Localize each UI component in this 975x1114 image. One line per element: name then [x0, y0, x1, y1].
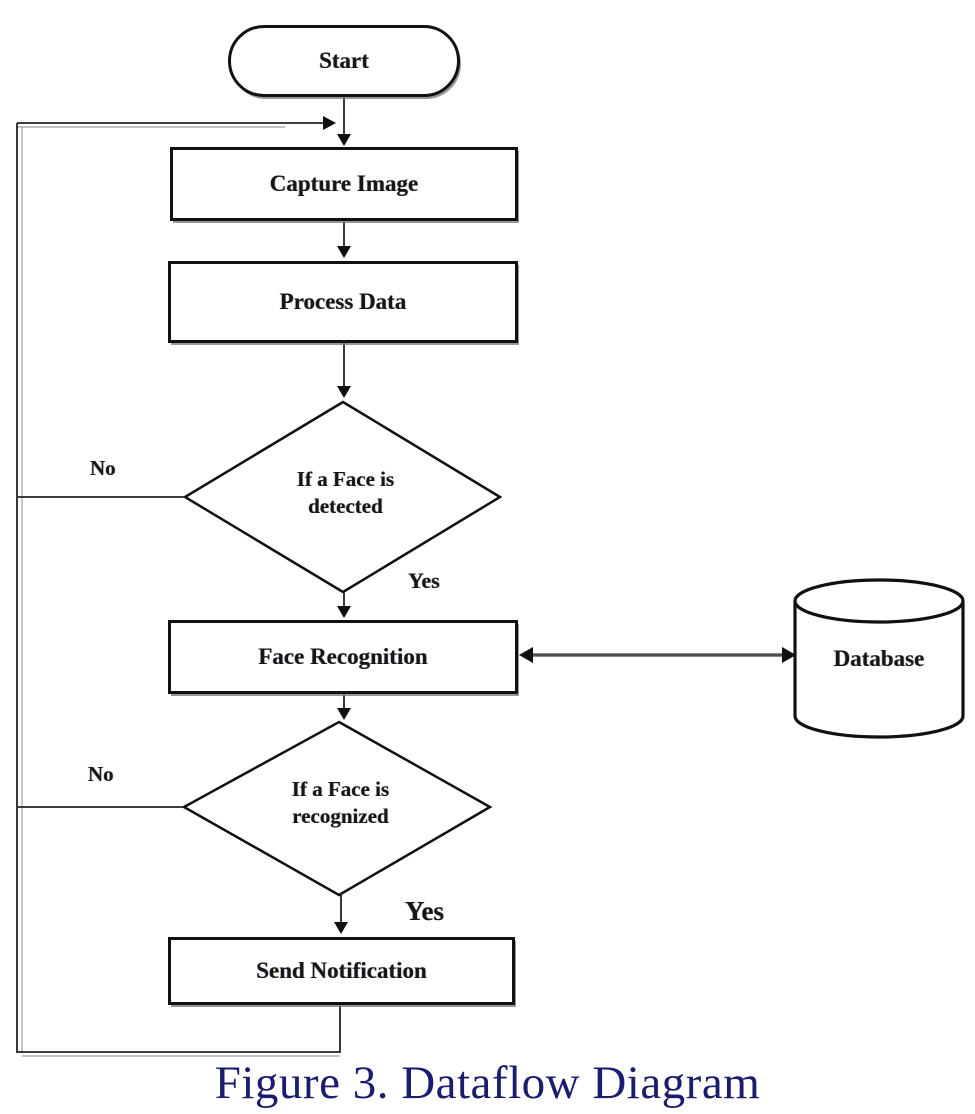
- face-recognized-decision-line2: recognized: [292, 804, 389, 829]
- process-data-label: Process Data: [279, 289, 407, 314]
- arrowhead-into-detect-decision: [337, 386, 351, 398]
- send-notification-label: Send Notification: [256, 958, 427, 983]
- face-detected-decision-label: If a Face is detected: [248, 466, 443, 521]
- capture-image-label: Capture Image: [269, 171, 419, 196]
- database-label: Database: [833, 646, 925, 671]
- arrowhead-loop-into-junction: [323, 116, 336, 130]
- arrowhead-into-notification: [334, 922, 348, 934]
- arrowhead-into-recognized-decision: [337, 708, 351, 720]
- arrowhead-into-database: [782, 647, 796, 663]
- node-capture-image: Capture Image: [170, 147, 518, 221]
- node-start: Start: [228, 25, 460, 97]
- face-recognized-decision-label: If a Face is recognized: [243, 776, 438, 831]
- start-label: Start: [319, 48, 369, 73]
- face-recognized-decision-line1: If a Face is: [291, 777, 390, 801]
- arrowhead-into-capture: [337, 134, 351, 146]
- node-face-recognized-decision: [181, 720, 493, 897]
- arrowhead-into-recognition-right: [519, 647, 533, 663]
- face-detected-decision-line1: If a Face is: [296, 467, 395, 491]
- node-database-top: [793, 578, 965, 624]
- arrowhead-into-process: [337, 246, 351, 258]
- edge-label-recognized-no: No: [88, 762, 114, 786]
- node-face-recognition: Face Recognition: [168, 620, 518, 694]
- edge-label-recognized-yes: Yes: [405, 896, 444, 926]
- figure-caption: Figure 3. Dataflow Diagram: [214, 1057, 761, 1109]
- edge-label-detected-yes: Yes: [408, 568, 440, 593]
- node-process-data: Process Data: [168, 261, 518, 343]
- edge-notification-loop-back: [17, 1005, 341, 1053]
- face-detected-decision-line2: detected: [308, 494, 383, 519]
- face-recognition-label: Face Recognition: [258, 644, 428, 669]
- node-database-body: [793, 601, 965, 739]
- arrowhead-into-recognition: [337, 606, 351, 618]
- edge-label-detected-no: No: [90, 456, 116, 480]
- node-face-detected-decision: [182, 400, 503, 594]
- node-send-notification: Send Notification: [168, 937, 515, 1005]
